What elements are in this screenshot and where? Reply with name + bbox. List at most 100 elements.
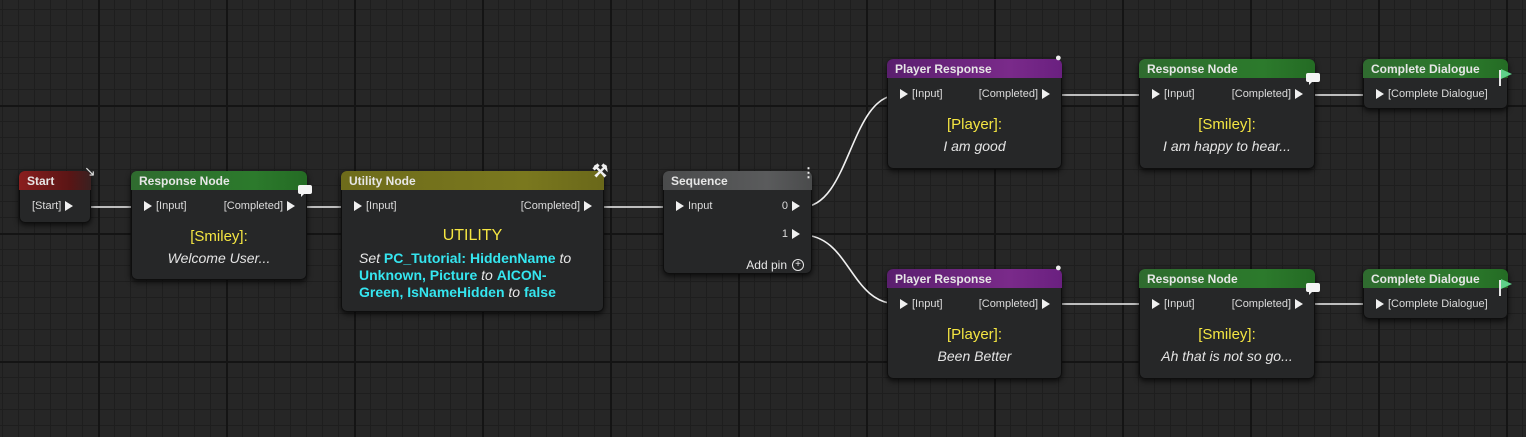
output-pin-label: [Completed] — [1231, 298, 1291, 310]
player-icon: ● — [1055, 262, 1062, 274]
utility-heading: UTILITY — [442, 227, 503, 244]
dialogue-line: Been Better — [937, 348, 1012, 364]
response-node-1-input-pin[interactable]: [Input] — [144, 200, 187, 212]
exec-pin-icon — [65, 201, 74, 211]
start-node[interactable]: Start ↘ [Start] — [19, 163, 96, 223]
start-node-header[interactable]: Start — [19, 171, 91, 190]
desc-word: Set — [359, 250, 381, 266]
desc-value: Unknown, — [359, 267, 426, 283]
complete-dialogue-1-input-pin[interactable]: [Complete Dialogue] — [1376, 88, 1488, 100]
response-node-1[interactable]: Response Node [Input] [Completed] [Smile… — [131, 171, 312, 280]
desc-value: AICON-Green, — [359, 267, 547, 300]
input-pin-label: [Input] — [156, 200, 187, 212]
desc-variable: Picture — [429, 267, 478, 283]
utility-input-pin[interactable]: [Input] — [354, 200, 397, 212]
utility-node-title: Utility Node — [349, 174, 416, 188]
output-pin-label: [Completed] — [223, 200, 283, 212]
utility-node-header[interactable]: Utility Node — [341, 171, 604, 190]
sequence-input-pin[interactable]: Input — [676, 200, 712, 212]
enter-icon: ↘ — [84, 163, 96, 179]
speaker-name: [Smiley]: — [1198, 326, 1256, 343]
desc-word: to — [508, 284, 521, 300]
exec-pin-icon — [792, 229, 800, 239]
sequence-node[interactable]: Sequence ⋮ Input 0 1 Add pin + — [663, 165, 815, 274]
player-response-1-title: Player Response — [895, 62, 992, 76]
response-node-1-output-pin[interactable]: [Completed] — [224, 200, 295, 212]
complete-dialogue-2-header[interactable]: Complete Dialogue — [1363, 269, 1508, 288]
start-node-title: Start — [27, 174, 55, 188]
flag-icon — [1499, 70, 1501, 86]
player-response-2-input-pin[interactable]: [Input] — [900, 298, 943, 310]
sequence-node-title: Sequence — [671, 174, 728, 188]
response-node-3-header[interactable]: Response Node — [1139, 269, 1315, 288]
exec-pin-icon — [1042, 89, 1050, 99]
response-node-3-output-pin[interactable]: [Completed] — [1232, 298, 1303, 310]
flag-icon — [1499, 280, 1501, 296]
desc-variable: IsNameHidden — [407, 284, 505, 300]
dialogue-line: I am happy to hear... — [1163, 138, 1291, 154]
response-node-1-header[interactable]: Response Node — [131, 171, 307, 190]
input-pin-label: [Input] — [1164, 298, 1195, 310]
utility-node[interactable]: Utility Node ⚒ [Input] [Completed] UTILI… — [341, 161, 608, 312]
input-pin-label: [Input] — [912, 298, 943, 310]
exec-pin-icon — [900, 299, 908, 309]
exec-pin-icon — [676, 201, 684, 211]
player-response-1-output-pin[interactable]: [Completed] — [979, 88, 1050, 100]
exec-pin-icon — [1152, 89, 1160, 99]
output-pin-label: [Completed] — [1231, 88, 1291, 100]
response-node-3[interactable]: Response Node [Input] [Completed] [Smile… — [1139, 269, 1320, 379]
speech-bubble-icon — [298, 185, 312, 197]
speaker-name: [Smiley]: — [190, 228, 248, 245]
complete-dialogue-2-input-pin[interactable]: [Complete Dialogue] — [1376, 298, 1488, 310]
player-response-1-input-pin[interactable]: [Input] — [900, 88, 943, 100]
start-output-pin[interactable]: [Start] — [32, 200, 74, 212]
desc-variable: PC_Tutorial: HiddenName — [383, 250, 556, 266]
player-response-2-header[interactable]: Player Response — [887, 269, 1062, 288]
output-pin-label: [Completed] — [520, 200, 580, 212]
sequence-output-pin-0[interactable]: 0 — [782, 200, 800, 212]
output-pin-label: [Completed] — [978, 298, 1038, 310]
complete-dialogue-node-2[interactable]: Complete Dialogue [Complete Dialogue] — [1363, 269, 1508, 319]
exec-pin-icon — [1376, 89, 1384, 99]
sequence-icon: ⋮ — [802, 165, 815, 180]
sequence-node-header[interactable]: Sequence — [663, 171, 812, 190]
player-response-2-output-pin[interactable]: [Completed] — [979, 298, 1050, 310]
add-pin-label: Add pin — [746, 258, 787, 272]
plus-circle-icon: + — [792, 259, 804, 271]
add-pin-button[interactable]: Add pin + — [746, 258, 804, 272]
response-node-2-input-pin[interactable]: [Input] — [1152, 88, 1195, 100]
complete-dialogue-node-1[interactable]: Complete Dialogue [Complete Dialogue] — [1363, 59, 1508, 109]
dialogue-line: Ah that is not so go... — [1161, 348, 1293, 364]
player-response-node-2[interactable]: Player Response ● [Input] [Completed] [P… — [887, 262, 1062, 379]
response-node-2-output-pin[interactable]: [Completed] — [1232, 88, 1303, 100]
speaker-name: [Smiley]: — [1198, 116, 1256, 133]
hammer-icon: ⚒ — [592, 161, 609, 181]
desc-word: to — [559, 250, 572, 266]
player-icon: ● — [1055, 52, 1062, 64]
response-node-2[interactable]: Response Node [Input] [Completed] [Smile… — [1139, 59, 1320, 169]
response-node-3-input-pin[interactable]: [Input] — [1152, 298, 1195, 310]
response-node-2-title: Response Node — [1147, 62, 1238, 76]
utility-output-pin[interactable]: [Completed] — [521, 200, 592, 212]
dialogue-line: I am good — [943, 138, 1006, 154]
complete-dialogue-1-header[interactable]: Complete Dialogue — [1363, 59, 1508, 78]
input-pin-label: [Input] — [912, 88, 943, 100]
player-response-node-1[interactable]: Player Response ● [Input] [Completed] [P… — [887, 52, 1062, 169]
exec-pin-icon — [584, 201, 592, 211]
complete-dialogue-1-title: Complete Dialogue — [1371, 62, 1480, 76]
exec-pin-icon — [354, 201, 362, 211]
desc-value: false — [523, 284, 556, 300]
exec-pin-icon — [900, 89, 908, 99]
output-pin-label: [Completed] — [978, 88, 1038, 100]
input-pin-label: [Complete Dialogue] — [1388, 88, 1488, 100]
exec-pin-icon — [792, 201, 800, 211]
player-response-1-header[interactable]: Player Response — [887, 59, 1062, 78]
response-node-2-header[interactable]: Response Node — [1139, 59, 1315, 78]
input-pin-label: Input — [688, 200, 713, 212]
sequence-output-pin-1[interactable]: 1 — [782, 228, 800, 240]
response-node-1-title: Response Node — [139, 174, 230, 188]
exec-pin-icon — [1152, 299, 1160, 309]
wire-seq0-pr1 — [801, 94, 899, 208]
input-pin-label: [Input] — [1164, 88, 1195, 100]
desc-word: to — [481, 267, 493, 283]
